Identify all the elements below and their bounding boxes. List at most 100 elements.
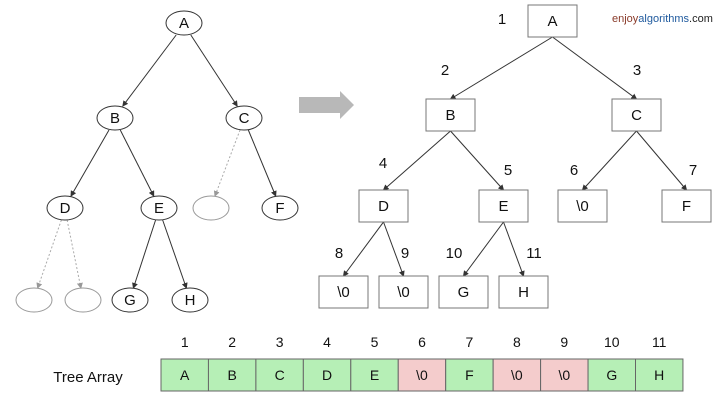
node-label: G — [458, 284, 470, 301]
tree-node: H — [171, 287, 209, 313]
node-box — [358, 189, 409, 223]
node-label: D — [378, 198, 389, 215]
cell-index: 11 — [652, 334, 667, 350]
node-label: D — [60, 200, 71, 217]
cell-index: 8 — [513, 334, 521, 350]
cell-box — [635, 358, 684, 392]
tree-edge — [581, 130, 637, 191]
array-cell: A1 — [160, 334, 209, 392]
cell-index: 5 — [371, 334, 379, 350]
cell-value: H — [654, 367, 664, 383]
cell-value: \0 — [558, 367, 570, 383]
node-box — [478, 189, 529, 223]
tree-edge — [382, 130, 451, 191]
array-cell: E5 — [350, 334, 399, 392]
tree-edge — [190, 34, 238, 107]
cell-box — [492, 358, 542, 392]
indexed-tree-node: H 11 — [498, 245, 549, 309]
indexed-tree-node: E5 — [478, 162, 529, 223]
array-cell: H 11 — [635, 334, 684, 392]
node-label: B — [110, 110, 120, 127]
node-box — [661, 189, 712, 223]
node-label: C — [239, 110, 250, 127]
brand-part-com: .com — [689, 13, 713, 25]
tree-edge — [132, 219, 157, 289]
tree-node: F — [261, 195, 299, 221]
node-index: 10 — [446, 245, 463, 262]
cell-index: 3 — [276, 334, 284, 350]
node-index: 2 — [441, 62, 449, 79]
tree-edge — [636, 130, 688, 191]
node-ellipse — [46, 195, 84, 221]
indexed-tree-node: \06 — [557, 162, 608, 223]
cell-value: D — [322, 367, 332, 383]
indexed-tree-node: G 10 — [438, 245, 489, 309]
cell-box — [160, 358, 209, 392]
cell-value: B — [228, 367, 237, 383]
cell-value: G — [606, 367, 617, 383]
indexed-tree-node: C3 — [611, 62, 662, 132]
tree-edge — [119, 129, 155, 197]
tree-node: A — [165, 10, 203, 36]
array-cell: G 10 — [587, 334, 636, 392]
empty-tree-node — [15, 287, 53, 313]
array-cell: F7 — [445, 334, 494, 392]
cell-box — [207, 358, 257, 392]
node-ellipse — [15, 287, 53, 313]
node-label: A — [179, 15, 189, 32]
tree-edge — [383, 221, 405, 277]
node-ellipse — [225, 105, 263, 131]
array-cell-empty: \0 9 — [540, 334, 589, 392]
tree-array-label: Tree Array — [53, 369, 123, 386]
array-cell: C3 — [255, 334, 304, 392]
node-ellipse — [261, 195, 299, 221]
node-index: 8 — [335, 245, 343, 262]
node-label: \0 — [337, 284, 350, 301]
node-box — [557, 189, 608, 223]
node-box — [425, 98, 476, 132]
node-ellipse — [96, 105, 134, 131]
array-cell-empty: \06 — [397, 334, 447, 392]
node-ellipse — [165, 10, 203, 36]
empty-tree-node — [192, 195, 230, 221]
cell-value: F — [465, 367, 474, 383]
indexed-tree-node: F7 — [661, 162, 712, 223]
cell-index: 9 — [560, 334, 568, 350]
tree-edge — [342, 221, 384, 277]
tree-node: C — [225, 105, 263, 131]
arrow-right-icon — [299, 91, 354, 119]
node-box — [611, 98, 662, 132]
node-index: 6 — [570, 162, 578, 179]
brand-logo: enjoyalgorithms.com — [612, 13, 713, 25]
node-index: 1 — [498, 11, 506, 28]
tree-node: D — [46, 195, 84, 221]
array-cell: B2 — [207, 334, 257, 392]
indexed-tree-node: D4 — [358, 155, 409, 223]
brand-part-algorithms: algorithms — [638, 13, 690, 25]
tree-node: B — [96, 105, 134, 131]
empty-tree-node — [64, 287, 102, 313]
node-index: 4 — [379, 155, 387, 172]
node-index: 9 — [401, 245, 409, 262]
node-ellipse — [171, 287, 209, 313]
node-box — [438, 275, 489, 309]
tree-edge — [36, 219, 62, 289]
node-label: H — [518, 284, 529, 301]
node-index: 11 — [526, 245, 542, 262]
cell-index: 10 — [604, 334, 620, 350]
node-index: 5 — [504, 162, 512, 179]
node-label: \0 — [397, 284, 410, 301]
indexed-tree-node: \0 9 — [378, 245, 429, 309]
node-label: E — [154, 200, 164, 217]
tree-edge — [503, 221, 525, 277]
node-box — [378, 275, 429, 309]
tree-edge — [66, 219, 83, 289]
node-box — [527, 4, 578, 38]
node-label: F — [275, 200, 284, 217]
node-box — [498, 275, 549, 309]
indexed-tree-node: B2 — [425, 62, 476, 132]
cell-index: 2 — [228, 334, 236, 350]
